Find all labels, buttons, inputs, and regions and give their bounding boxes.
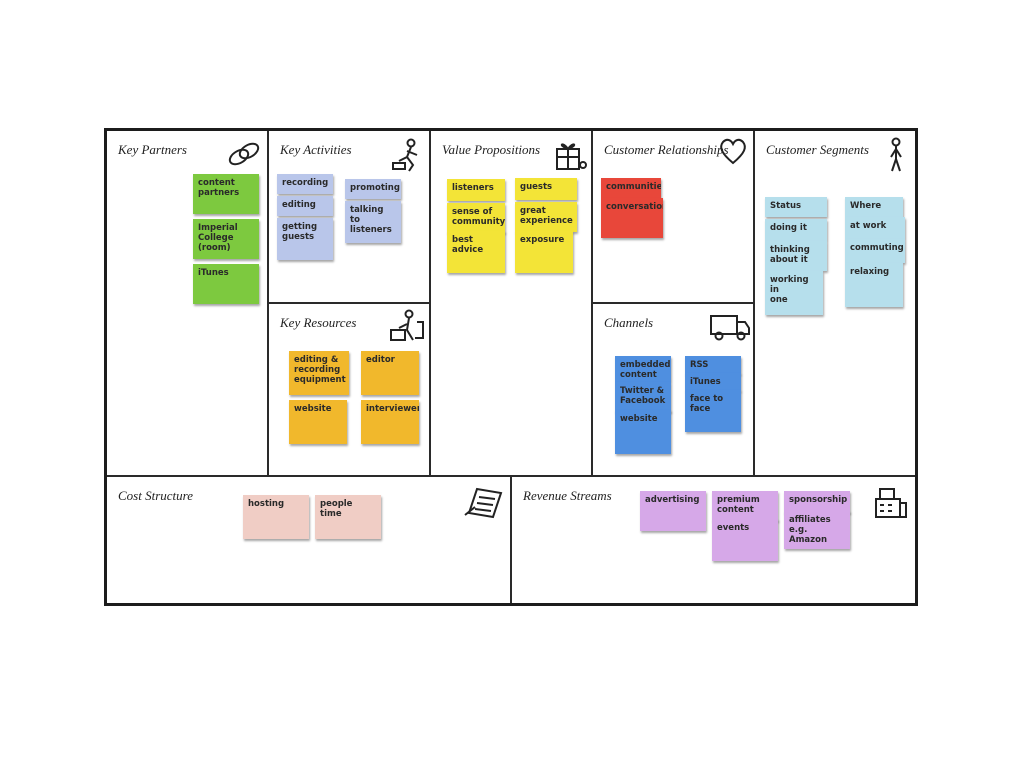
cash-register-icon: [870, 485, 908, 521]
sticky-note: listeners: [447, 179, 505, 201]
sticky-note: interviewers: [361, 400, 419, 444]
sticky-note: content partners: [193, 174, 259, 214]
sticky-note: talking to listeners: [345, 201, 401, 243]
section-title: Channels: [604, 315, 654, 330]
section-title: Key Partners: [118, 142, 187, 157]
person-icon: [877, 137, 915, 173]
sticky-note: relaxing: [845, 263, 903, 307]
receipt-icon: [463, 483, 507, 519]
sticky-note: iTunes: [685, 373, 741, 391]
sticky-note: promoting: [345, 179, 401, 199]
sticky-note: guests: [515, 178, 577, 200]
section-title: Cost Structure: [118, 488, 193, 503]
heart-icon: [717, 135, 749, 167]
sticky-note: iTunes: [193, 264, 259, 304]
section-title: Key Activities: [280, 142, 352, 157]
sticky-note: events: [712, 519, 778, 561]
sticky-note: premium content: [712, 491, 778, 521]
sticky-note: doing it: [765, 219, 827, 241]
sticky-note: Status: [765, 197, 827, 217]
sticky-note: great experience: [515, 202, 577, 232]
sticky-note: best advice: [447, 231, 505, 273]
sticky-note: Twitter & Facebook: [615, 382, 671, 412]
section-key-activities: Key Activities recording editing getting…: [269, 131, 431, 304]
gift-icon: [551, 137, 589, 173]
business-model-canvas: Key Partners content partners Imperial C…: [104, 128, 918, 606]
sticky-note: editor: [361, 351, 419, 395]
sticky-note: getting guests: [277, 218, 333, 260]
chain-link-icon: [225, 137, 263, 173]
sticky-note: advertising: [640, 491, 706, 531]
sticky-note: Imperial College (room): [193, 219, 259, 259]
section-key-partners: Key Partners content partners Imperial C…: [107, 131, 269, 477]
section-title: Customer Segments: [766, 142, 869, 157]
sticky-note: editing & recording equipment: [289, 351, 349, 395]
sticky-note: hosting: [243, 495, 309, 539]
sticky-note: affiliates e.g. Amazon: [784, 511, 850, 549]
worker-icon: [389, 137, 427, 173]
delivery-truck-icon: [707, 308, 751, 344]
sticky-note: communities: [601, 178, 661, 198]
sticky-note: editing: [277, 196, 333, 216]
section-title: Customer Relationships: [604, 142, 729, 157]
sticky-note: website: [615, 410, 671, 454]
sticky-note: exposure: [515, 231, 573, 273]
section-value-propositions: Value Propositions listeners sense of co…: [431, 131, 593, 477]
sticky-note: RSS: [685, 356, 741, 374]
sticky-note: sponsorship: [784, 491, 850, 513]
section-customer-relationships: Customer Relationships communities conve…: [593, 131, 755, 304]
section-title: Key Resources: [280, 315, 357, 330]
sticky-note: working in one: [765, 271, 823, 315]
section-customer-segments: Customer Segments Status doing it thinki…: [755, 131, 915, 477]
section-key-resources: Key Resources editing & recording equipm…: [269, 304, 431, 477]
sticky-note: people time: [315, 495, 381, 539]
sticky-note: conversation: [601, 198, 663, 238]
sticky-note: recording: [277, 174, 333, 194]
factory-worker-icon: [387, 308, 425, 344]
section-channels: Channels embedded content Twitter & Face…: [593, 304, 755, 477]
sticky-note: Where: [845, 197, 903, 217]
section-revenue-streams: Revenue Streams advertising premium cont…: [512, 477, 915, 603]
sticky-note: sense of community: [447, 203, 505, 233]
sticky-note: face to face: [685, 390, 741, 432]
section-cost-structure: Cost Structure hosting people time: [107, 477, 512, 603]
sticky-note: website: [289, 400, 347, 444]
sticky-note: commuting: [845, 239, 905, 263]
sticky-note: embedded content: [615, 356, 671, 382]
sticky-note: thinking about it: [765, 241, 827, 271]
sticky-note: at work: [845, 217, 905, 239]
section-title: Revenue Streams: [523, 488, 612, 503]
section-title: Value Propositions: [442, 142, 541, 157]
